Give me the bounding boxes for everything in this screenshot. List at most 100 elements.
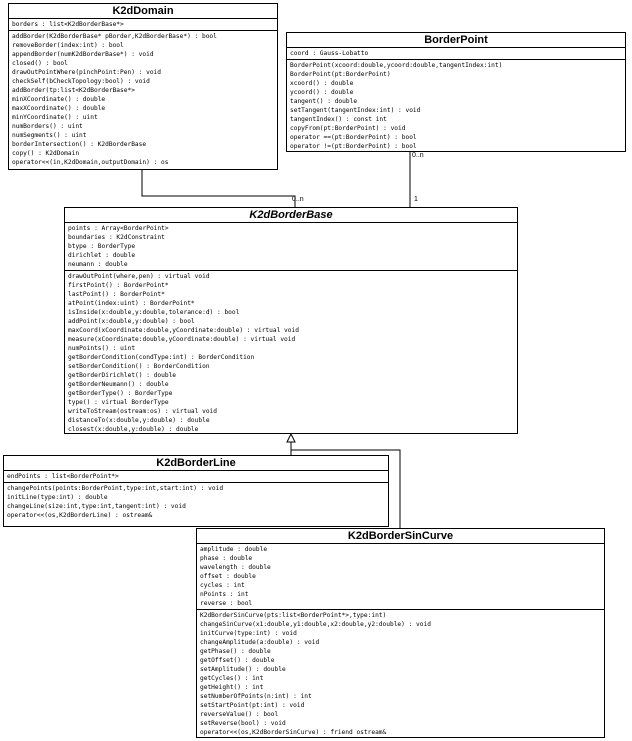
attributes-section: amplitude : double phase : double waveleng… (197, 544, 604, 610)
operation-row: minYCoordinate() : uint (12, 114, 98, 121)
operation-row: maxXCoordinate() : double (12, 105, 106, 112)
operations-section: drawOutPoint(where,pen) : virtual void fi… (65, 271, 517, 435)
operation-row: addPoint(x:double,y:double) : bool (68, 318, 195, 325)
operation-row: getPhase() : double (200, 648, 271, 655)
operation-row: getCycles() : int (200, 675, 264, 682)
attributes-section: endPoints : list<BorderPoint*> (4, 471, 388, 483)
operations-section: addBorder(K2dBorderBase* pBorder,K2dBord… (9, 31, 277, 168)
multiplicity-point-top: 0..n (412, 152, 424, 159)
operation-row: checkSelf(bCheckTopology:bool) : void (12, 78, 150, 85)
operation-row: tangentIndex() : const int (290, 116, 387, 123)
operation-row: closed() : bool (12, 60, 68, 67)
operation-row: getBorderNeumann() : double (68, 381, 169, 388)
operation-row: minXCoordinate() : double (12, 96, 106, 103)
operation-row: copyFrom(pt:BorderPoint) : void (290, 125, 406, 132)
operation-row: setBorderCondition() : BorderCondition (68, 363, 210, 370)
operation-row: addBorder(tp:list<K2dBorderBase*> (12, 87, 135, 94)
operation-row: operator !=(pt:BorderPoint) : bool (290, 143, 417, 150)
operation-row: appendBorder(numK2dBorderBase*) : void (12, 51, 154, 58)
generalization-arrow (286, 432, 296, 443)
operation-row: setReverse(bool) : void (200, 720, 286, 727)
domain-base-association (141, 170, 296, 207)
operation-row: type() : virtual BorderType (68, 399, 169, 406)
operation-row: operator<<(os,K2dBorderLine) : ostream& (7, 512, 153, 519)
operation-row: removeBorder(index:int) : bool (12, 42, 124, 49)
operation-row: changeAmplitude(a:double) : void (200, 639, 320, 646)
attribute-row: cycles : int (200, 582, 245, 589)
attribute-row: nPoints : int (200, 591, 249, 598)
operation-row: copy() : K2dDomain (12, 150, 80, 157)
class-k2dborderbase[interactable]: K2dBorderBase points : Array<BorderPoint… (64, 207, 518, 434)
operation-row: measure(xCoordinate:double,yCoordinate:d… (68, 336, 296, 343)
attribute-row: reverse : bool (200, 600, 253, 607)
operation-row: maxCoord(xCoordinate:double,yCoordinate:… (68, 327, 299, 334)
operation-row: lastPoint() : BorderPoint* (68, 291, 165, 298)
operations-section: BorderPoint(xcoord:double,ycoord:double,… (287, 60, 625, 152)
operation-row: operator<<(os,K2dBorderSinCurve) : frien… (200, 729, 387, 736)
attribute-row: btype : BorderType (68, 243, 136, 250)
attribute-row: boundaries : K2dConstraint (68, 234, 165, 241)
operation-row: BorderPoint(xcoord:double,ycoord:double,… (290, 62, 503, 69)
operation-row: reverseValue() : bool (200, 711, 279, 718)
operation-row: numBorders() : uint (12, 123, 83, 130)
operation-row: getOffset() : double (200, 657, 275, 664)
operation-row: getBorderCondition(condType:int) : Borde… (68, 354, 255, 361)
operation-row: setNumberOfPoints(n:int) : int (200, 693, 312, 700)
attribute-row: offset : double (200, 573, 256, 580)
class-k2dborderline[interactable]: K2dBorderLine endPoints : list<BorderPoi… (3, 455, 389, 527)
class-name: K2dBorderSinCurve (197, 529, 604, 544)
multiplicity-domain-base: 0..n (292, 196, 304, 203)
operation-row: writeToStream(ostream:os) : virtual void (68, 408, 218, 415)
attribute-row: dirichlet : double (68, 252, 136, 259)
operation-row: isInside(x:double,y:double,tolerance:d) … (68, 309, 240, 316)
operation-row: operator<<(in,K2dDomain,outputDomain) : … (12, 159, 169, 166)
operation-row: setAmplitude() : double (200, 666, 286, 673)
operation-row: tangent() : double (290, 98, 358, 105)
operation-row: drawOutPointWhere(pinchPoint:Pen) : void (12, 69, 162, 76)
operation-row: initLine(type:int) : double (7, 494, 108, 501)
attribute-row: neumann : double (68, 261, 128, 268)
operation-row: setTangent(tangentIndex:int) : void (290, 107, 421, 114)
attribute-row: coord : Gauss-Lobatto (290, 50, 369, 57)
attributes-section: points : Array<BorderPoint> boundaries : … (65, 223, 517, 271)
operation-row: getHeight() : int (200, 684, 264, 691)
attribute-row: wavelength : double (200, 564, 271, 571)
operation-row: xcoord() : double (290, 80, 354, 87)
operation-row: drawOutPoint(where,pen) : virtual void (68, 273, 210, 280)
operation-row: changeLine(size:int,type:int,tangent:int… (7, 503, 186, 510)
operation-row: K2dBorderSinCurve(pts:list<BorderPoint*>… (200, 612, 387, 619)
operation-row: atPoint(index:uint) : BorderPoint* (68, 300, 195, 307)
attribute-row: amplitude : double (200, 546, 268, 553)
sincurve-inherit (291, 449, 401, 528)
class-name: K2dBorderLine (4, 456, 388, 471)
class-name: K2dDomain (9, 4, 277, 19)
operation-row: operator ==(pt:BorderPoint) : bool (290, 134, 417, 141)
class-name: BorderPoint (287, 33, 625, 48)
operation-row: firstPoint() : BorderPoint* (68, 282, 169, 289)
class-borderpoint[interactable]: BorderPoint coord : Gauss-Lobatto Border… (286, 32, 626, 152)
attribute-row: endPoints : list<BorderPoint*> (7, 473, 119, 480)
operations-section: K2dBorderSinCurve(pts:list<BorderPoint*>… (197, 610, 604, 738)
operation-row: changeSinCurve(x1:double,y1:double,x2:do… (200, 621, 431, 628)
attribute-row: points : Array<BorderPoint> (68, 225, 169, 232)
attribute-row: borders : list<K2dBorderBase*> (12, 21, 124, 28)
operation-row: borderIntersection() : K2dBorderBase (12, 141, 147, 148)
operation-row: numSegments() : uint (12, 132, 87, 139)
attribute-row: phase : double (200, 555, 253, 562)
operation-row: changePoints(points:BorderPoint,type:int… (7, 485, 224, 492)
class-name: K2dBorderBase (65, 208, 517, 223)
operation-row: setStartPoint(pt:int) : void (200, 702, 305, 709)
operation-row: distanceTo(x:double,y:double) : double (68, 417, 210, 424)
class-k2ddomain[interactable]: K2dDomain borders : list<K2dBorderBase*>… (8, 3, 278, 170)
attributes-section: coord : Gauss-Lobatto (287, 48, 625, 60)
attributes-section: borders : list<K2dBorderBase*> (9, 19, 277, 31)
operation-row: getBorderDirichlet() : double (68, 372, 177, 379)
class-k2dbordersincurve[interactable]: K2dBorderSinCurve amplitude : double phas… (196, 528, 605, 738)
operation-row: ycoord() : double (290, 89, 354, 96)
operation-row: closest(x:double,y:double) : double (68, 426, 199, 433)
operation-row: addBorder(K2dBorderBase* pBorder,K2dBord… (12, 33, 217, 40)
operation-row: BorderPoint(pt:BorderPoint) (290, 71, 391, 78)
operation-row: initCurve(type:int) : void (200, 630, 297, 637)
operation-row: numPoints() : uint (68, 345, 136, 352)
